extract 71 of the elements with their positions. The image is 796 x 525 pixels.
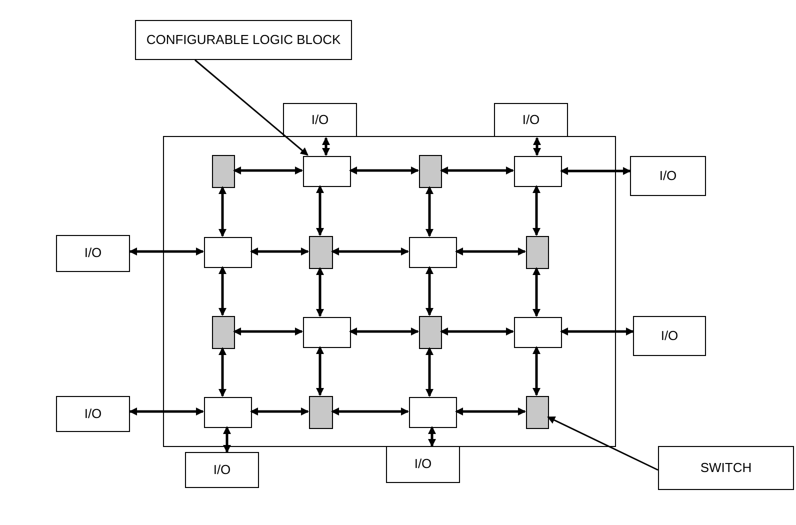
switch-block [419, 316, 442, 349]
switch-block [212, 316, 235, 349]
double-arrow [532, 346, 540, 396]
label-text: I/O [84, 245, 102, 262]
double-arrow [349, 166, 419, 174]
leader-arrow [194, 59, 308, 156]
switch-block [309, 396, 333, 429]
switch-block [526, 396, 549, 429]
label-box [56, 235, 130, 272]
double-arrow [560, 328, 634, 336]
logic-block [204, 237, 252, 268]
double-arrow [426, 186, 434, 237]
double-arrow [316, 267, 324, 317]
double-arrow [233, 328, 303, 336]
double-arrow [532, 267, 540, 317]
switch-block [309, 236, 333, 269]
label-box [494, 103, 568, 138]
double-arrow [250, 248, 309, 256]
double-arrow [223, 426, 231, 453]
leader-arrow [547, 416, 658, 471]
logic-block [204, 397, 252, 428]
label-box [283, 103, 357, 138]
double-arrow [218, 186, 226, 237]
label-text: I/O [659, 168, 677, 184]
label-text: I/O [522, 112, 540, 129]
logic-block [514, 156, 562, 187]
label-text: I/O [660, 328, 678, 344]
double-arrow [316, 185, 324, 236]
double-arrow [560, 167, 631, 175]
label-box [56, 396, 130, 432]
logic-block [303, 317, 351, 348]
double-arrow [316, 346, 324, 396]
double-arrow [129, 408, 204, 416]
switch-block [212, 155, 235, 188]
logic-block [303, 156, 351, 187]
switch-block [419, 155, 442, 188]
chip-outline [163, 136, 616, 447]
double-arrow [250, 408, 309, 416]
double-arrow [331, 248, 409, 256]
label-box [185, 452, 259, 488]
logic-block [514, 317, 562, 348]
double-arrow [440, 328, 514, 336]
label-text: I/O [311, 112, 329, 129]
label-text: I/O [84, 406, 102, 422]
double-arrow [426, 347, 434, 397]
label-text: I/O [414, 456, 432, 473]
double-arrow [455, 408, 526, 416]
label-text: CONFIGURABLE LOGIC BLOCK [146, 32, 341, 48]
double-arrow [331, 408, 409, 416]
switch-block [526, 236, 549, 269]
double-arrow [233, 166, 303, 174]
label-box [135, 20, 352, 60]
double-arrow [532, 185, 540, 236]
double-arrow [322, 137, 330, 156]
label-box [386, 446, 460, 483]
label-text: SWITCH [700, 460, 752, 476]
double-arrow [426, 266, 434, 316]
double-arrow [440, 166, 514, 174]
logic-block [409, 397, 457, 428]
double-arrow [455, 248, 526, 256]
double-arrow [428, 426, 436, 447]
double-arrow [533, 137, 541, 156]
label-text: I/O [213, 462, 231, 478]
label-box [658, 446, 794, 490]
double-arrow [218, 347, 226, 397]
double-arrow [218, 266, 226, 316]
logic-block [409, 237, 457, 268]
label-box [633, 316, 706, 356]
label-box [630, 156, 706, 196]
double-arrow [129, 248, 204, 256]
double-arrow [349, 328, 419, 336]
